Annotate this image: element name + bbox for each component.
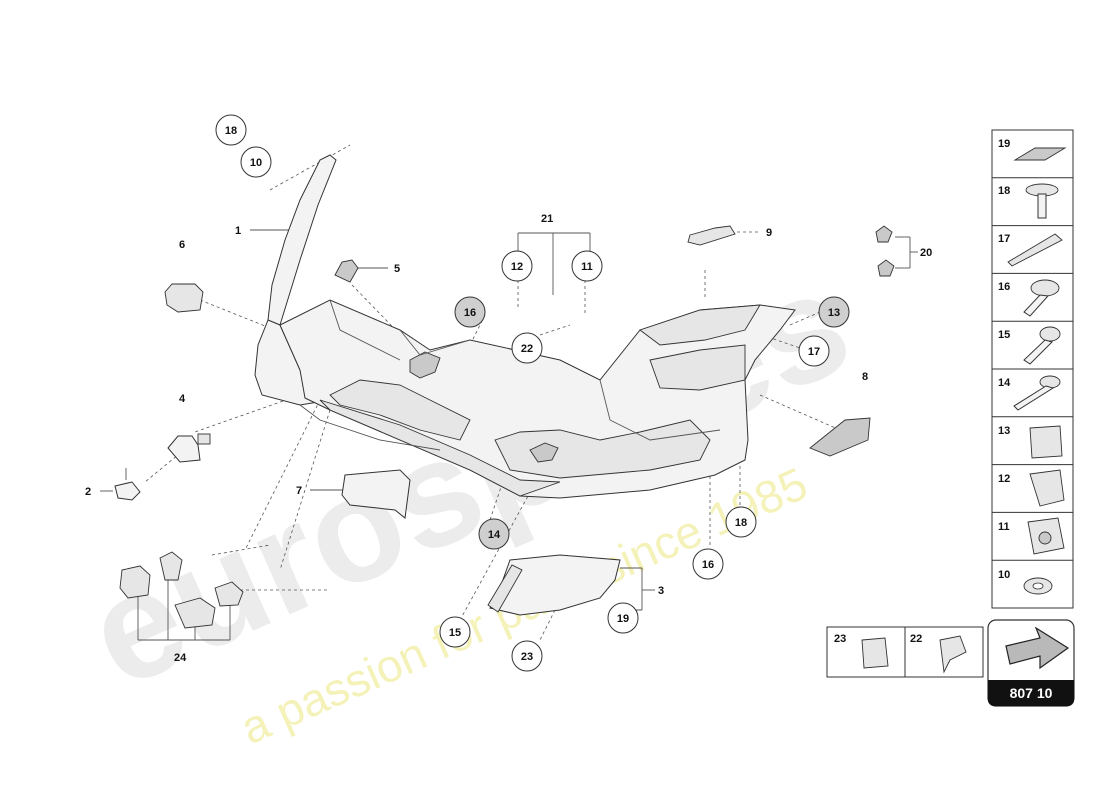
part-24-sensor-holders[interactable] — [119, 551, 244, 629]
direction-arrow-icon — [1005, 626, 1070, 670]
part-2-cap[interactable] — [114, 481, 141, 501]
part-9-bracket[interactable] — [687, 225, 736, 246]
diagram-code: 807 10 — [1010, 685, 1053, 701]
label-1: 1 — [235, 225, 241, 237]
svg-text:16: 16 — [702, 559, 714, 571]
svg-text:15: 15 — [449, 627, 461, 639]
label-5: 5 — [394, 263, 400, 275]
label-20: 20 — [920, 247, 932, 259]
svg-text:18: 18 — [225, 125, 237, 137]
legend-row-11[interactable]: 11 — [992, 517, 1073, 561]
label-7: 7 — [296, 485, 302, 497]
callout-15[interactable]: 15 — [439, 616, 471, 648]
svg-text:23: 23 — [834, 633, 846, 645]
part-3-air-duct[interactable] — [487, 554, 621, 616]
part-6-sensor[interactable] — [164, 283, 204, 313]
callout-23[interactable]: 23 — [511, 640, 543, 672]
callout-16[interactable]: 16 — [454, 296, 486, 328]
svg-text:19: 19 — [617, 613, 629, 625]
label-6: 6 — [179, 239, 185, 251]
callout-18[interactable]: 18 — [215, 114, 247, 146]
legend-row-19[interactable]: 19 — [992, 138, 1073, 179]
label-9: 9 — [766, 227, 772, 239]
svg-text:10: 10 — [998, 569, 1010, 581]
callout-19[interactable]: 19 — [607, 602, 639, 634]
svg-text:11: 11 — [998, 521, 1010, 533]
callout-10[interactable]: 10 — [240, 146, 272, 178]
label-3: 3 — [658, 585, 664, 597]
part-4-sensor[interactable] — [167, 433, 211, 463]
legend-row-18[interactable]: 18 — [992, 183, 1073, 227]
diagram-code-box: 807 10 — [987, 619, 1075, 707]
legend-row-17[interactable]: 17 — [992, 233, 1073, 274]
front-bumper[interactable] — [254, 154, 796, 499]
label-24: 24 — [174, 652, 187, 664]
svg-text:17: 17 — [808, 346, 820, 358]
label-4: 4 — [179, 393, 186, 405]
hardware-legend: 19 18 17 16 15 14 — [991, 129, 1074, 609]
svg-text:11: 11 — [581, 261, 593, 273]
svg-text:18: 18 — [735, 517, 747, 529]
callouts: 18 10 12 11 16 22 13 17 14 18 16 19 15 2… — [215, 114, 850, 672]
svg-text:14: 14 — [488, 529, 501, 541]
bottom-legend: 23 22 — [826, 626, 984, 678]
legend-item-22[interactable]: 22 — [910, 633, 967, 674]
callout-16[interactable]: 16 — [692, 548, 724, 580]
legend-row-16[interactable]: 16 — [992, 279, 1073, 322]
part-5-clip[interactable] — [334, 259, 359, 283]
svg-text:15: 15 — [998, 329, 1010, 341]
callout-13[interactable]: 13 — [818, 296, 850, 328]
svg-text:13: 13 — [828, 307, 840, 319]
legend-row-15[interactable]: 15 — [992, 326, 1073, 370]
svg-text:12: 12 — [511, 261, 523, 273]
svg-text:22: 22 — [910, 633, 922, 645]
svg-text:14: 14 — [998, 377, 1011, 389]
legend-row-13[interactable]: 13 — [992, 425, 1073, 466]
svg-text:19: 19 — [998, 138, 1010, 150]
part-20-clips[interactable] — [875, 225, 895, 277]
part-7-bracket[interactable] — [341, 469, 411, 519]
callout-18[interactable]: 18 — [725, 506, 757, 538]
legend-item-23[interactable]: 23 — [834, 633, 889, 669]
callout-14[interactable]: 14 — [478, 518, 510, 550]
label-2: 2 — [85, 486, 91, 498]
callout-22[interactable]: 22 — [511, 332, 543, 364]
part-8-trim[interactable] — [809, 417, 871, 457]
svg-text:16: 16 — [464, 307, 476, 319]
svg-text:22: 22 — [521, 343, 533, 355]
legend-row-14[interactable]: 14 — [992, 375, 1073, 418]
callout-11[interactable]: 11 — [571, 250, 603, 282]
svg-text:16: 16 — [998, 281, 1010, 293]
svg-text:10: 10 — [250, 157, 262, 169]
legend-row-12[interactable]: 12 — [992, 469, 1073, 513]
part-labels: 1 2 3 4 5 6 7 8 9 20 21 24 — [85, 213, 932, 664]
svg-text:13: 13 — [998, 425, 1010, 437]
callout-17[interactable]: 17 — [798, 335, 830, 367]
legend-row-10[interactable]: 10 — [998, 569, 1053, 595]
svg-text:12: 12 — [998, 473, 1010, 485]
callout-12[interactable]: 12 — [501, 250, 533, 282]
label-8: 8 — [862, 371, 868, 383]
svg-text:23: 23 — [521, 651, 533, 663]
svg-text:17: 17 — [998, 233, 1010, 245]
svg-text:18: 18 — [998, 185, 1010, 197]
label-21: 21 — [541, 213, 553, 225]
